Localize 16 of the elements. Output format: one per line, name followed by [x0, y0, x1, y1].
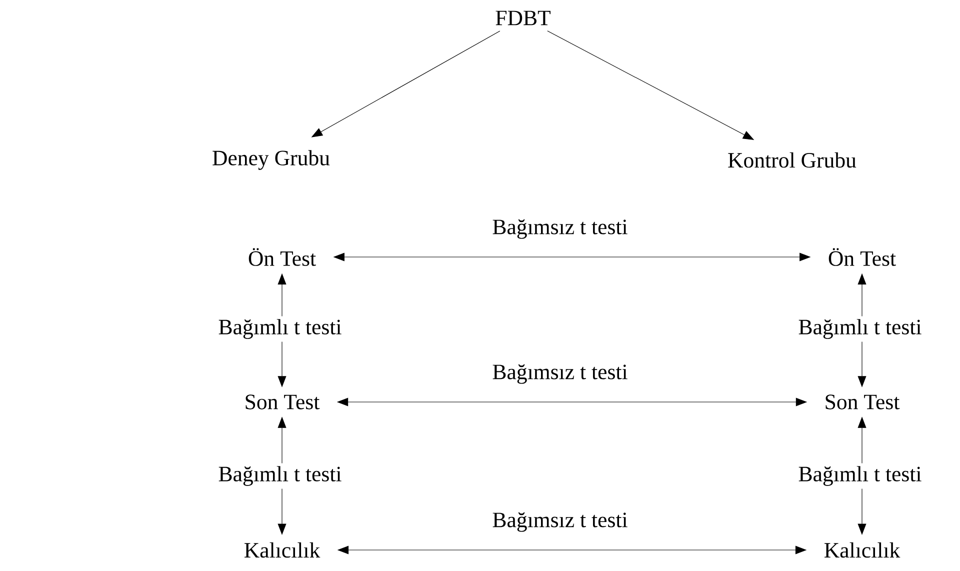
edge-label: Bağımlı t testi	[215, 463, 345, 489]
text-label: Son Test	[826, 394, 900, 410]
text-label: Kalıcılık	[824, 542, 900, 558]
text-label: Kontrol Grubu	[728, 152, 856, 168]
edge-label: Bağımlı t testi	[795, 316, 925, 342]
edge-label: Bağımsız t testi	[492, 219, 628, 239]
text-label: Ön Test	[248, 248, 316, 266]
text-label: Ön Test	[828, 248, 896, 266]
text-label: Son Test	[246, 394, 320, 410]
text-label: FDBT	[496, 10, 550, 26]
edge-label: Bağımlı t testi	[795, 463, 925, 489]
edge-label: Bağımsız t testi	[492, 512, 628, 532]
text-label: Deney Grubu	[212, 150, 330, 170]
edge-label: Bağımlı t testi	[215, 316, 345, 342]
edge-label: Bağımsız t testi	[492, 364, 628, 384]
text-label: Kalıcılık	[244, 542, 320, 558]
